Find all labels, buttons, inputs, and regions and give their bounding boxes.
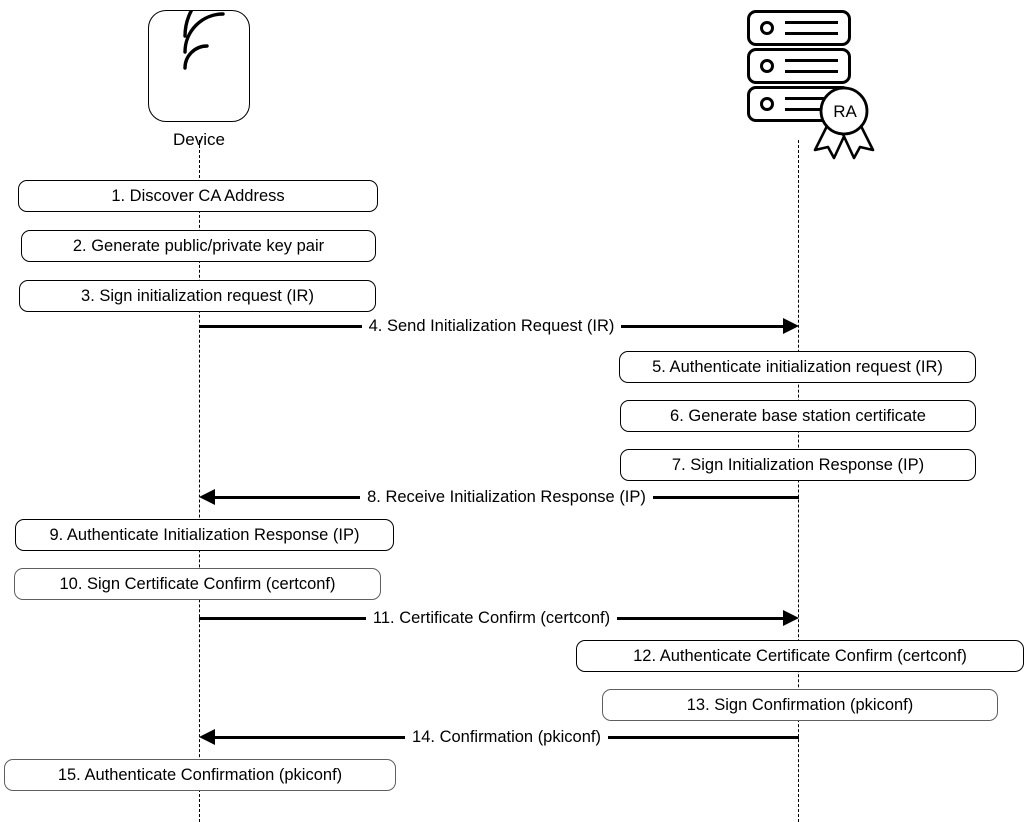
message-11-arrowhead bbox=[783, 610, 799, 626]
step-box-7-label: 7. Sign Initialization Response (IP) bbox=[671, 455, 925, 474]
message-8-line-right bbox=[652, 495, 799, 499]
step-box-7[interactable]: 7. Sign Initialization Response (IP) bbox=[620, 449, 976, 481]
server-led-3 bbox=[760, 97, 774, 111]
message-8-line-left bbox=[214, 495, 361, 499]
step-box-2[interactable]: 2. Generate public/private key pair bbox=[21, 230, 376, 262]
step-box-15[interactable]: 15. Authenticate Confirmation (pkiconf) bbox=[4, 759, 396, 791]
message-4-line-right bbox=[621, 324, 785, 328]
message-11-line-left bbox=[199, 616, 366, 620]
certificate-badge-icon bbox=[813, 86, 875, 160]
step-box-13-label: 13. Sign Confirmation (pkiconf) bbox=[686, 695, 914, 714]
server-led-2 bbox=[760, 59, 774, 73]
step-box-1[interactable]: 1. Discover CA Address bbox=[18, 180, 378, 212]
message-14-label: 14. Confirmation (pkiconf) bbox=[405, 729, 608, 746]
server-line-2a bbox=[785, 59, 838, 62]
actor-ra[interactable]: RA bbox=[745, 8, 885, 160]
certificate-badge-label: RA bbox=[833, 102, 857, 121]
server-led-1 bbox=[760, 21, 774, 35]
step-box-12-label: 12. Authenticate Certificate Confirm (ce… bbox=[633, 646, 967, 665]
actor-device[interactable] bbox=[148, 10, 250, 122]
message-14-line-right bbox=[607, 735, 800, 739]
step-box-9-label: 9. Authenticate Initialization Response … bbox=[49, 525, 360, 544]
step-box-2-label: 2. Generate public/private key pair bbox=[72, 236, 325, 255]
step-box-3-label: 3. Sign initialization request (IR) bbox=[81, 286, 314, 305]
message-14-line-left bbox=[214, 735, 406, 739]
step-box-10[interactable]: 10. Sign Certificate Confirm (certconf) bbox=[14, 568, 381, 600]
step-box-13[interactable]: 13. Sign Confirmation (pkiconf) bbox=[602, 689, 998, 721]
step-box-15-label: 15. Authenticate Confirmation (pkiconf) bbox=[57, 765, 343, 784]
step-box-6-label: 6. Generate base station certificate bbox=[670, 406, 926, 425]
step-box-1-label: 1. Discover CA Address bbox=[111, 186, 285, 205]
message-11[interactable]: 11. Certificate Confirm (certconf) bbox=[199, 605, 799, 631]
lifeline-device bbox=[199, 140, 200, 822]
message-11-line-right bbox=[617, 616, 784, 620]
step-box-5[interactable]: 5. Authenticate initialization request (… bbox=[619, 351, 976, 383]
server-line-3b bbox=[785, 108, 838, 111]
step-box-9[interactable]: 9. Authenticate Initialization Response … bbox=[15, 519, 394, 551]
message-8-label: 8. Receive Initialization Response (IP) bbox=[360, 489, 653, 506]
server-line-1b bbox=[785, 32, 838, 35]
message-8-arrowhead bbox=[199, 489, 215, 505]
server-line-1a bbox=[785, 21, 838, 24]
step-box-12[interactable]: 12. Authenticate Certificate Confirm (ce… bbox=[576, 640, 1024, 672]
lifeline-ra bbox=[798, 140, 799, 822]
step-box-5-label: 5. Authenticate initialization request (… bbox=[652, 357, 943, 376]
message-4-line-left bbox=[199, 324, 362, 328]
step-box-6[interactable]: 6. Generate base station certificate bbox=[620, 400, 976, 432]
message-8[interactable]: 8. Receive Initialization Response (IP) bbox=[199, 484, 799, 510]
server-line-2b bbox=[785, 70, 838, 73]
server-line-3a bbox=[785, 97, 838, 100]
message-4-arrowhead bbox=[783, 318, 800, 334]
step-box-10-label: 10. Sign Certificate Confirm (certconf) bbox=[59, 574, 336, 593]
actor-device-label: Device bbox=[173, 130, 225, 149]
step-box-3[interactable]: 3. Sign initialization request (IR) bbox=[19, 280, 376, 312]
message-14-arrowhead bbox=[199, 729, 215, 745]
message-4[interactable]: 4. Send Initialization Request (IR) bbox=[199, 313, 800, 339]
message-4-label: 4. Send Initialization Request (IR) bbox=[361, 318, 622, 335]
message-11-label: 11. Certificate Confirm (certconf) bbox=[365, 610, 618, 627]
message-14[interactable]: 14. Confirmation (pkiconf) bbox=[199, 724, 800, 750]
wifi-waves-overlay-icon bbox=[149, 10, 249, 121]
